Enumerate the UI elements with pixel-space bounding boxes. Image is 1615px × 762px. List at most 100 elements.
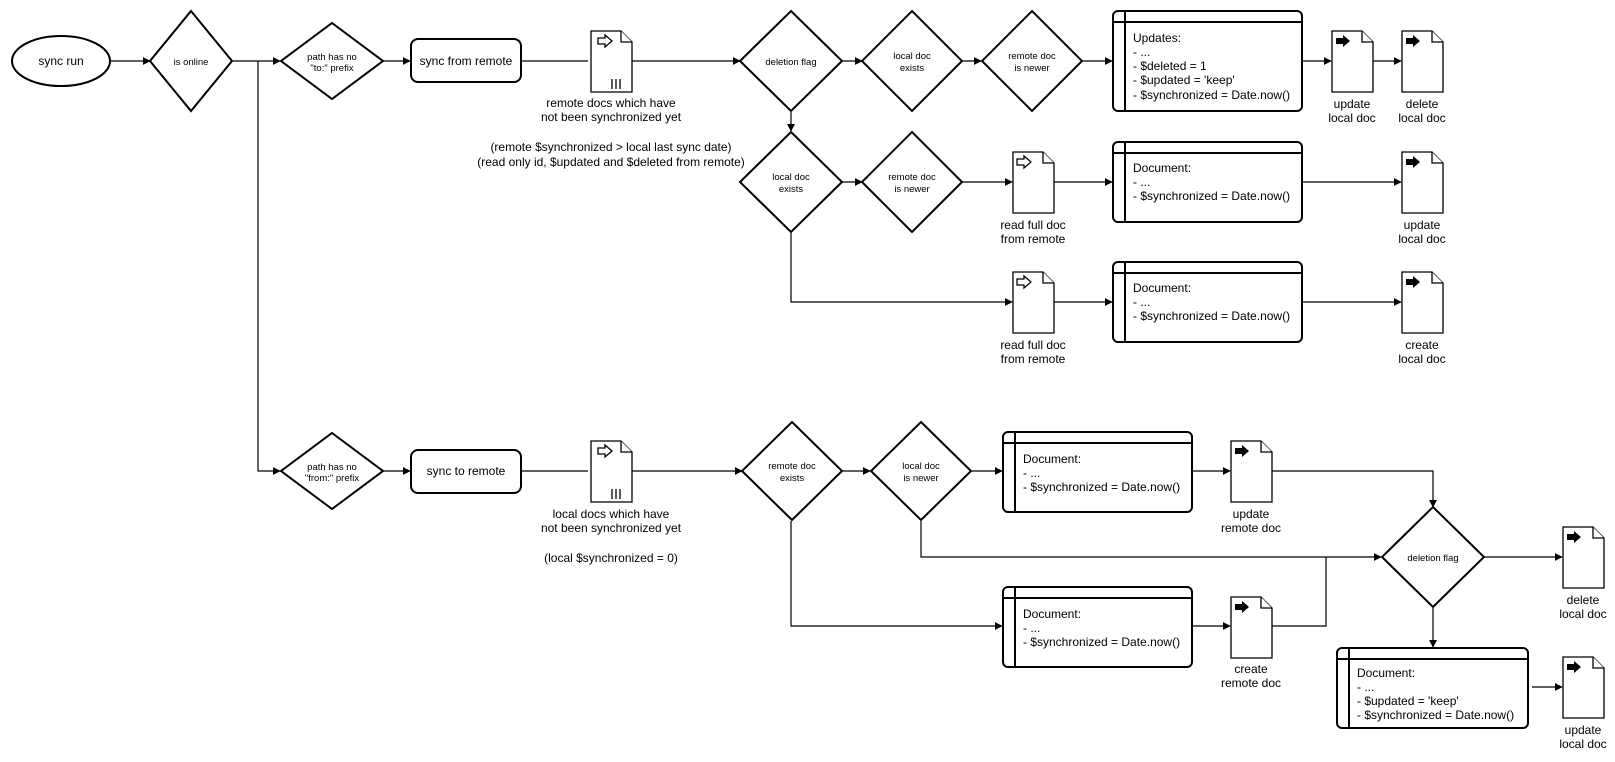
delete-local-1-label-1: delete [1406,97,1439,111]
document-box-1-line-2: - ... [1133,175,1150,189]
read-full-doc-icon-1 [1012,151,1055,214]
decision-local-doc-newer: local doc is newer [869,420,973,522]
delete-local-2-label-1: delete [1567,593,1600,607]
decision-local-doc-exists-2: local doc exists [738,130,844,234]
path-no-from-label-1: path has no [307,462,357,473]
document-box-4-line-2: - ... [1023,621,1040,635]
local-exists-1-label-1: local doc [893,51,931,62]
updates-box-line-2: - ... [1133,45,1150,59]
decision-local-doc-exists-1: local doc exists [860,9,964,113]
decision-path-no-to-prefix: path has no "to:" prefix [279,21,385,101]
update-local-3-label-1: update [1565,723,1602,737]
decision-is-online: is online [148,9,234,113]
update-local-1-label-2: local doc [1328,111,1375,125]
decision-remote-doc-newer-1: remote doc is newer [980,9,1084,113]
create-local-label-2: local doc [1398,352,1445,366]
path-no-to-label-2: "to:" prefix [310,63,353,74]
read-full-1-label-2: from remote [1001,232,1066,246]
remote-newer-1-label-1: remote doc [1008,51,1056,62]
read-full-2-label-1: read full doc [1000,338,1065,352]
read-full-2-label-2: from remote [1001,352,1066,366]
update-remote-label-1: update [1233,507,1270,521]
update-local-doc-icon-1 [1331,30,1374,93]
delete-local-doc-icon-2 [1562,526,1605,589]
document-box-2-line-3: - $synchronized = Date.now() [1133,309,1290,323]
updates-box-line-4: - $updated = 'keep' [1133,73,1235,87]
document-box-2-line-2: - ... [1133,295,1150,309]
delete-local-doc-icon-1 [1401,30,1444,93]
create-remote-doc-icon [1230,596,1273,659]
document-box-4-line-3: - $synchronized = Date.now() [1023,635,1180,649]
delete-local-2-label-2: local doc [1559,607,1606,621]
document-box-1: Document: - ... - $synchronized = Date.n… [1112,141,1303,223]
local-exists-2-label-2: exists [779,184,804,195]
is-online-label: is online [174,57,209,68]
local-docs-note: (local $synchronized = 0) [544,551,678,565]
local-docs-query-icon [590,440,633,503]
remote-newer-2-label-2: is newer [894,184,929,195]
updates-box-line-3: - $deleted = 1 [1133,59,1207,73]
decision-deletion-flag-bottom: deletion flag [1380,505,1486,609]
process-sync-to-remote: sync to remote [410,449,522,494]
document-box-2: Document: - ... - $synchronized = Date.n… [1112,261,1303,343]
remote-newer-2-label-1: remote doc [888,172,936,183]
remote-docs-label-2: not been synchronized yet [541,110,682,124]
remote-docs-query-icon [590,30,633,93]
decision-path-no-from-prefix: path has no "from:" prefix [279,431,385,511]
document-box-3-line-3: - $synchronized = Date.now() [1023,480,1180,494]
read-full-doc-icon-2 [1012,271,1055,334]
remote-docs-note-2: (read only id, $updated and $deleted fro… [477,155,745,169]
sync-run-label: sync run [38,54,83,68]
local-docs-label-1: local docs which have [553,507,670,521]
update-local-1-label-1: update [1334,97,1371,111]
path-no-from-label-2: "from:" prefix [305,473,360,484]
local-exists-2-label-1: local doc [772,172,810,183]
updates-box-line-5: - $synchronized = Date.now() [1133,88,1290,102]
update-local-doc-icon-2 [1401,151,1444,214]
document-box-1-line-3: - $synchronized = Date.now() [1133,189,1290,203]
create-remote-label-2: remote doc [1221,676,1281,690]
update-local-2-label-2: local doc [1398,232,1445,246]
update-remote-label-2: remote doc [1221,521,1281,535]
document-box-5-line-2: - ... [1357,680,1374,694]
start-node-sync-run: sync run [11,35,111,87]
document-box-5-line-1: Document: [1357,666,1415,680]
local-newer-label-1: local doc [902,461,940,472]
process-sync-from-remote: sync from remote [410,38,522,83]
update-remote-doc-icon [1230,440,1273,503]
sync-to-remote-label: sync to remote [427,464,506,478]
updates-box: Updates: - ... - $deleted = 1 - $updated… [1112,10,1303,112]
deletion-flag-top-label: deletion flag [765,57,816,68]
edges [111,57,1563,691]
document-box-5-line-3: - $updated = 'keep' [1357,694,1459,708]
remote-docs-note-1: (remote $synchronized > local last sync … [490,140,731,154]
decision-remote-doc-exists: remote doc exists [740,420,844,522]
update-local-3-label-2: local doc [1559,737,1606,751]
document-box-1-line-1: Document: [1133,161,1191,175]
decision-remote-doc-newer-2: remote doc is newer [860,130,964,234]
document-box-5-line-4: - $synchronized = Date.now() [1357,708,1514,722]
update-local-doc-icon-3 [1562,656,1605,719]
local-docs-label-2: not been synchronized yet [541,521,682,535]
local-newer-label-2: is newer [903,473,938,484]
read-full-1-label-1: read full doc [1000,218,1065,232]
update-local-2-label-1: update [1404,218,1441,232]
remote-newer-1-label-2: is newer [1014,63,1049,74]
decision-deletion-flag-top: deletion flag [738,9,844,113]
path-no-to-label-1: path has no [307,52,357,63]
create-remote-label-1: create [1234,662,1268,676]
document-box-4: Document: - ... - $synchronized = Date.n… [1002,586,1193,668]
document-box-3-line-2: - ... [1023,466,1040,480]
create-local-doc-icon [1401,271,1444,334]
updates-box-line-1: Updates: [1133,31,1181,45]
document-box-5: Document: - ... - $updated = 'keep' - $s… [1336,647,1529,729]
create-local-label-1: create [1405,338,1439,352]
document-box-2-line-1: Document: [1133,281,1191,295]
sync-from-remote-label: sync from remote [420,54,513,68]
remote-exists-label-2: exists [780,473,805,484]
remote-exists-label-1: remote doc [768,461,816,472]
document-box-3: Document: - ... - $synchronized = Date.n… [1002,431,1193,513]
local-exists-1-label-2: exists [900,63,925,74]
deletion-flag-bottom-label: deletion flag [1407,553,1458,564]
